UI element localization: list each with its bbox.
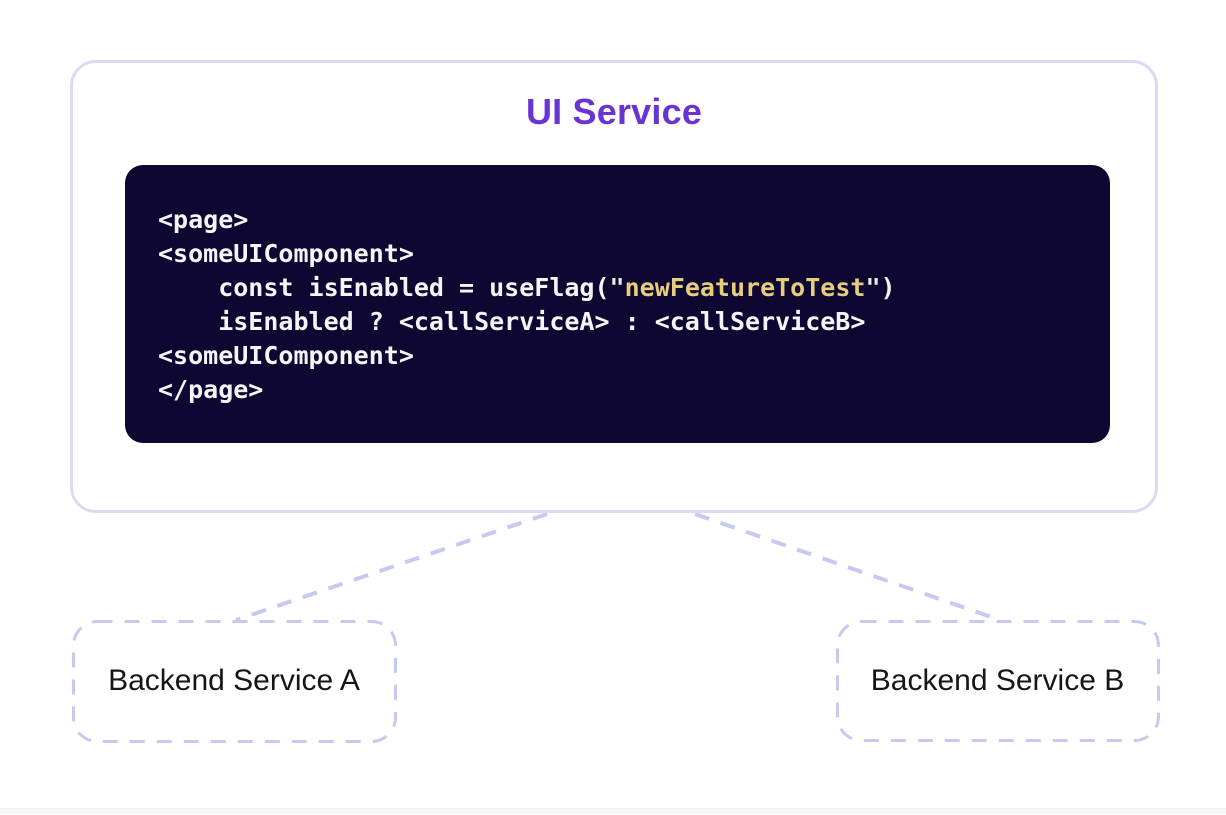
bottom-strip: [0, 808, 1226, 815]
code-line: <page>: [158, 205, 249, 234]
code-line: const isEnabled = useFlag("newFeatureToT…: [158, 273, 896, 302]
connector-ui-to-backend-a: [235, 512, 548, 622]
ui-service-node: UI Service <page> <someUIComponent> cons…: [70, 60, 1158, 513]
code-line: isEnabled ? <callServiceA> : <callServic…: [158, 307, 866, 336]
code-line: <someUIComponent>: [158, 341, 414, 370]
backend-b-label: Backend Service B: [870, 664, 1125, 697]
code-block: <page> <someUIComponent> const isEnabled…: [125, 165, 1110, 443]
connector-ui-to-backend-b: [694, 512, 1001, 622]
backend-a-label: Backend Service A: [108, 664, 360, 697]
ui-service-title: UI Service: [525, 91, 703, 132]
code-line: <someUIComponent>: [158, 239, 414, 268]
code-line: </page>: [158, 375, 264, 404]
